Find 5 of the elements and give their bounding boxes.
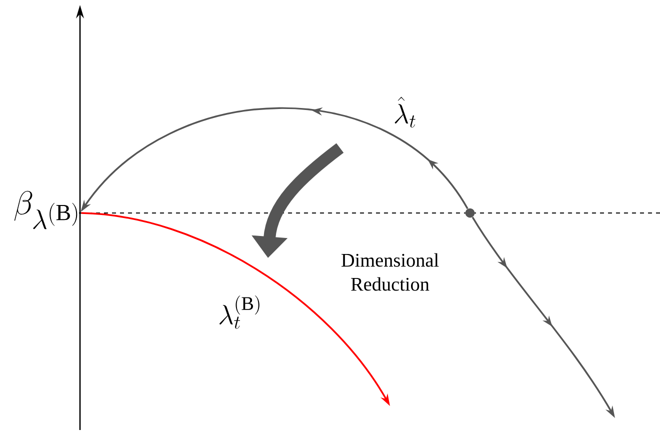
junction-dot: [465, 208, 475, 218]
math-label: $\hat{\lambda}_t$: [394, 96, 416, 128]
text-label: Dimensional Reduction: [342, 253, 439, 291]
math-label: $\lambda_t^{(\mathrm{B})}$: [220, 295, 260, 329]
math-label: $\beta_{\lambda^{(\mathrm{B})}}$: [14, 190, 78, 230]
